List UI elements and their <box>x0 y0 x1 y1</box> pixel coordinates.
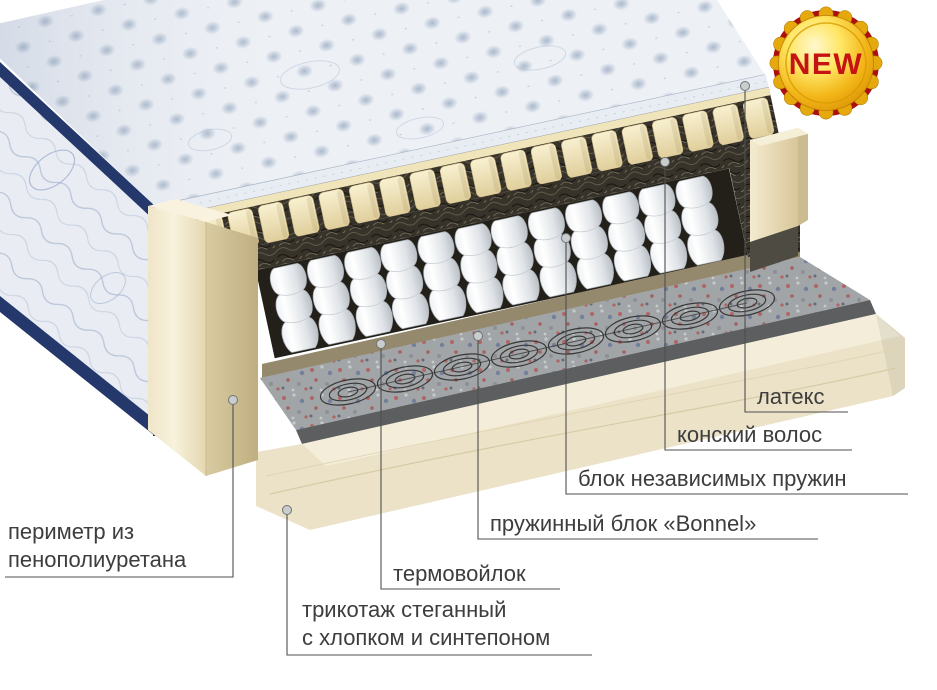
leader-bonnel <box>477 336 818 540</box>
foam-slab-top <box>148 199 232 222</box>
marker-dot-knit <box>282 505 292 515</box>
bonnel-spring-layer <box>260 257 876 444</box>
label-felt: термовойлок <box>393 561 526 586</box>
perimeter-foam-slab <box>148 199 258 476</box>
base-layer-right-face <box>876 314 905 396</box>
side-panel-emblem <box>90 271 126 305</box>
label-knit-line2: с хлопком и синтепоном <box>302 625 550 650</box>
marker-dot-springs <box>561 233 571 243</box>
leader-lines <box>5 81 908 656</box>
marker-dot-horsehair <box>660 157 670 167</box>
mattress-side-panel <box>0 62 157 436</box>
foam-slab-left-face <box>148 206 206 476</box>
bonnel-platform-front-edge <box>296 300 876 444</box>
cutaway-bands <box>155 74 797 359</box>
marker-dot-bonnel <box>473 331 483 341</box>
side-panel-top-border <box>0 62 155 221</box>
label-knit-line1: трикотаж стеганный <box>302 597 506 622</box>
side-panel-bottom-border <box>0 296 155 436</box>
label-horsehair: конский волос <box>677 422 822 447</box>
top-quilt-shading <box>0 0 765 206</box>
marker-dot-latex <box>740 81 750 91</box>
badge-inner-ring <box>785 22 867 104</box>
label-bonnel: пружинный блок «Bonnel» <box>490 511 756 536</box>
side-panel-emblem <box>28 149 76 191</box>
leader-felt <box>380 344 560 590</box>
base-layer-top <box>302 314 900 466</box>
latex-layer <box>157 87 779 265</box>
badge-gold-face <box>778 15 874 111</box>
base-layer-stitch <box>269 367 897 495</box>
label-perimeter-line1: периметр из <box>8 519 134 544</box>
new-badge: NEW <box>769 6 883 120</box>
leader-horsehair <box>664 162 852 451</box>
leader-springs <box>565 238 908 495</box>
perimeter-foam-right-pillar <box>750 128 808 242</box>
leader-knit <box>286 510 592 656</box>
new-badge-text: NEW <box>789 48 864 81</box>
marker-dot-perimeter <box>228 395 238 405</box>
label-independent-springs: блок независимых пружин <box>578 466 847 491</box>
pocket-springs-layer <box>255 168 748 359</box>
marker-dot-felt <box>376 339 386 349</box>
top-quilt-motifs <box>187 45 567 152</box>
leader-perimeter <box>5 400 234 578</box>
foam-slab-right-face <box>206 222 258 476</box>
leader-latex <box>744 86 848 413</box>
label-perimeter-line2: пенополиуретана <box>8 547 187 572</box>
layer-labels: латекс конский волос блок независимых пр… <box>8 384 847 650</box>
label-latex: латекс <box>757 384 825 409</box>
horsehair-layer <box>167 130 797 289</box>
